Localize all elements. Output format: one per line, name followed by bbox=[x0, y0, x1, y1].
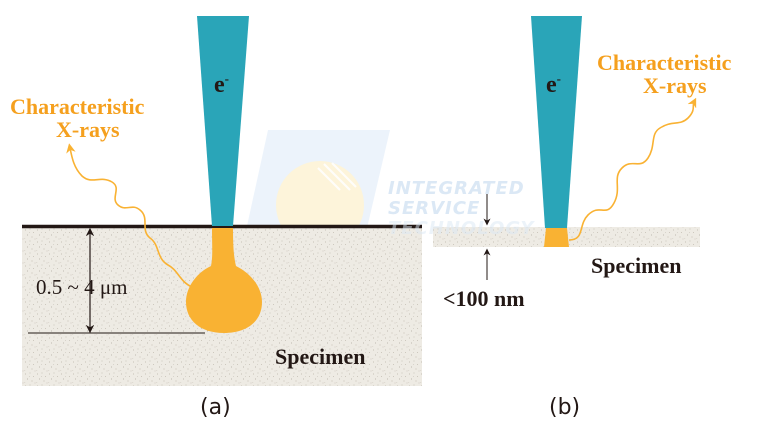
specimen-label-a: Specimen bbox=[275, 344, 366, 369]
depth-label-a: 0.5 ~ 4 μm bbox=[36, 275, 128, 299]
electron-beam-a bbox=[197, 16, 249, 226]
beam-symbol-a: e bbox=[214, 72, 225, 98]
beam-symbol-sup-b: - bbox=[556, 71, 561, 86]
thickness-label-b: <100 nm bbox=[443, 286, 525, 311]
xray-label-a-line1: Characteristic bbox=[10, 94, 145, 119]
caption-a: (a) bbox=[200, 395, 231, 420]
xray-label-b-line2: X-rays bbox=[643, 73, 707, 98]
beam-symbol-b: e bbox=[546, 72, 557, 98]
watermark-text-line2: SERVICE bbox=[388, 198, 481, 219]
interaction-volume-a bbox=[186, 228, 262, 333]
xray-label-b-line1: Characteristic bbox=[597, 50, 732, 75]
electron-beam-b bbox=[531, 16, 582, 228]
specimen-label-b: Specimen bbox=[591, 253, 682, 278]
xray-label-a-line2: X-rays bbox=[56, 117, 120, 142]
watermark-text-line1: INTEGRATED bbox=[388, 178, 525, 199]
caption-b: (b) bbox=[549, 395, 581, 420]
beam-symbol-sup-a: - bbox=[224, 71, 229, 86]
beam-label-b: e- bbox=[546, 72, 561, 97]
xray-path-a bbox=[66, 143, 193, 288]
watermark-text-line3: TECHNOLOGY bbox=[388, 218, 535, 239]
xray-path-b bbox=[568, 97, 697, 241]
beam-label-a: e- bbox=[214, 72, 229, 97]
interaction-volume-b bbox=[544, 228, 569, 247]
